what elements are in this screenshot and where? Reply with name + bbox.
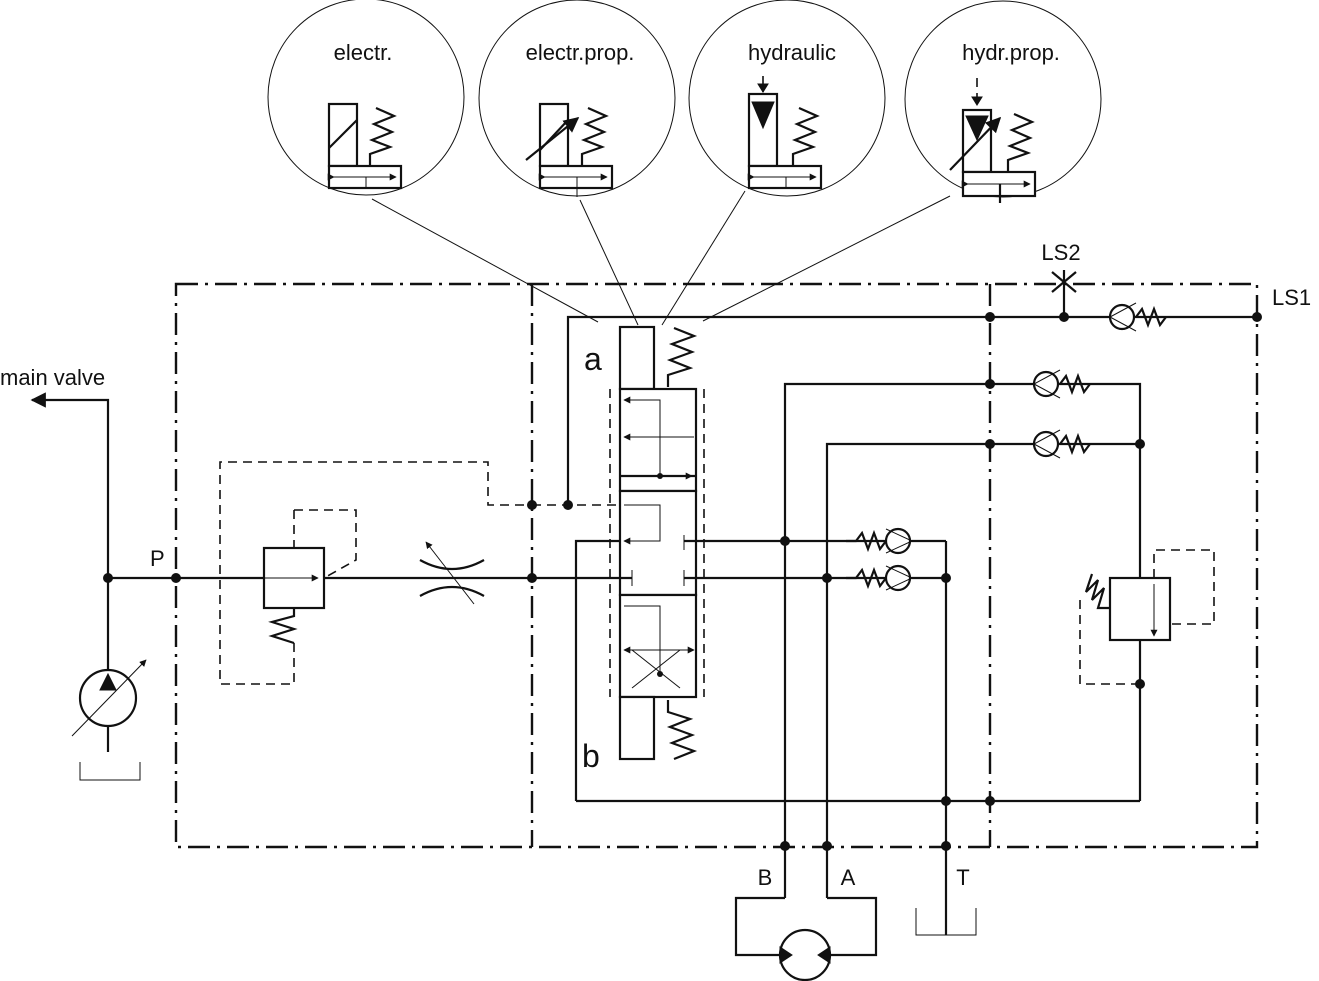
end-section: LS2 LS1 <box>985 240 1311 801</box>
callout-hydraulic: hydraulic <box>661 0 886 326</box>
adjustable-throttle <box>419 541 485 605</box>
variable-pump <box>71 578 147 781</box>
tank-symbol <box>915 908 977 936</box>
hydraulic-motor <box>778 928 832 981</box>
spool-position-b-label: b <box>582 738 600 774</box>
pressure-port-label: P <box>150 546 165 571</box>
callout-electric-prop: electr.prop. <box>478 0 676 326</box>
callout-electric: electr. <box>267 0 599 323</box>
electric-prop-actuator-symbol <box>525 102 614 197</box>
tank-port-label: T <box>956 865 969 890</box>
spool-position-a-label: a <box>584 341 602 377</box>
callout-hydraulic-prop: hydr.prop. <box>702 0 1102 322</box>
port-b-label: B <box>758 865 773 890</box>
port-a-label: A <box>841 865 856 890</box>
pressure-compensator <box>219 461 532 685</box>
callout-electric-label: electr. <box>334 40 393 65</box>
leader-line-electric-prop <box>579 199 639 326</box>
callout-electric-prop-label: electr.prop. <box>526 40 635 65</box>
callout-hydraulic-label: hydraulic <box>748 40 836 65</box>
ls1-label: LS1 <box>1272 285 1311 310</box>
hydraulic-actuator-symbol <box>747 76 823 190</box>
main-valve-label: main valve <box>0 365 105 390</box>
bottom-ports: B A T <box>734 865 977 981</box>
leader-line-electric <box>371 198 599 323</box>
ls2-label: LS2 <box>1041 240 1080 265</box>
callout-hydraulic-prop-label: hydr.prop. <box>962 40 1060 65</box>
leader-line-hydraulic <box>661 190 746 326</box>
section-boundaries <box>174 282 1259 849</box>
hydraulic-prop-actuator-symbol <box>949 78 1037 203</box>
directional-valve: a b <box>527 315 1257 801</box>
electric-actuator-symbol <box>327 102 403 190</box>
leader-line-hydraulic-prop <box>702 195 951 322</box>
